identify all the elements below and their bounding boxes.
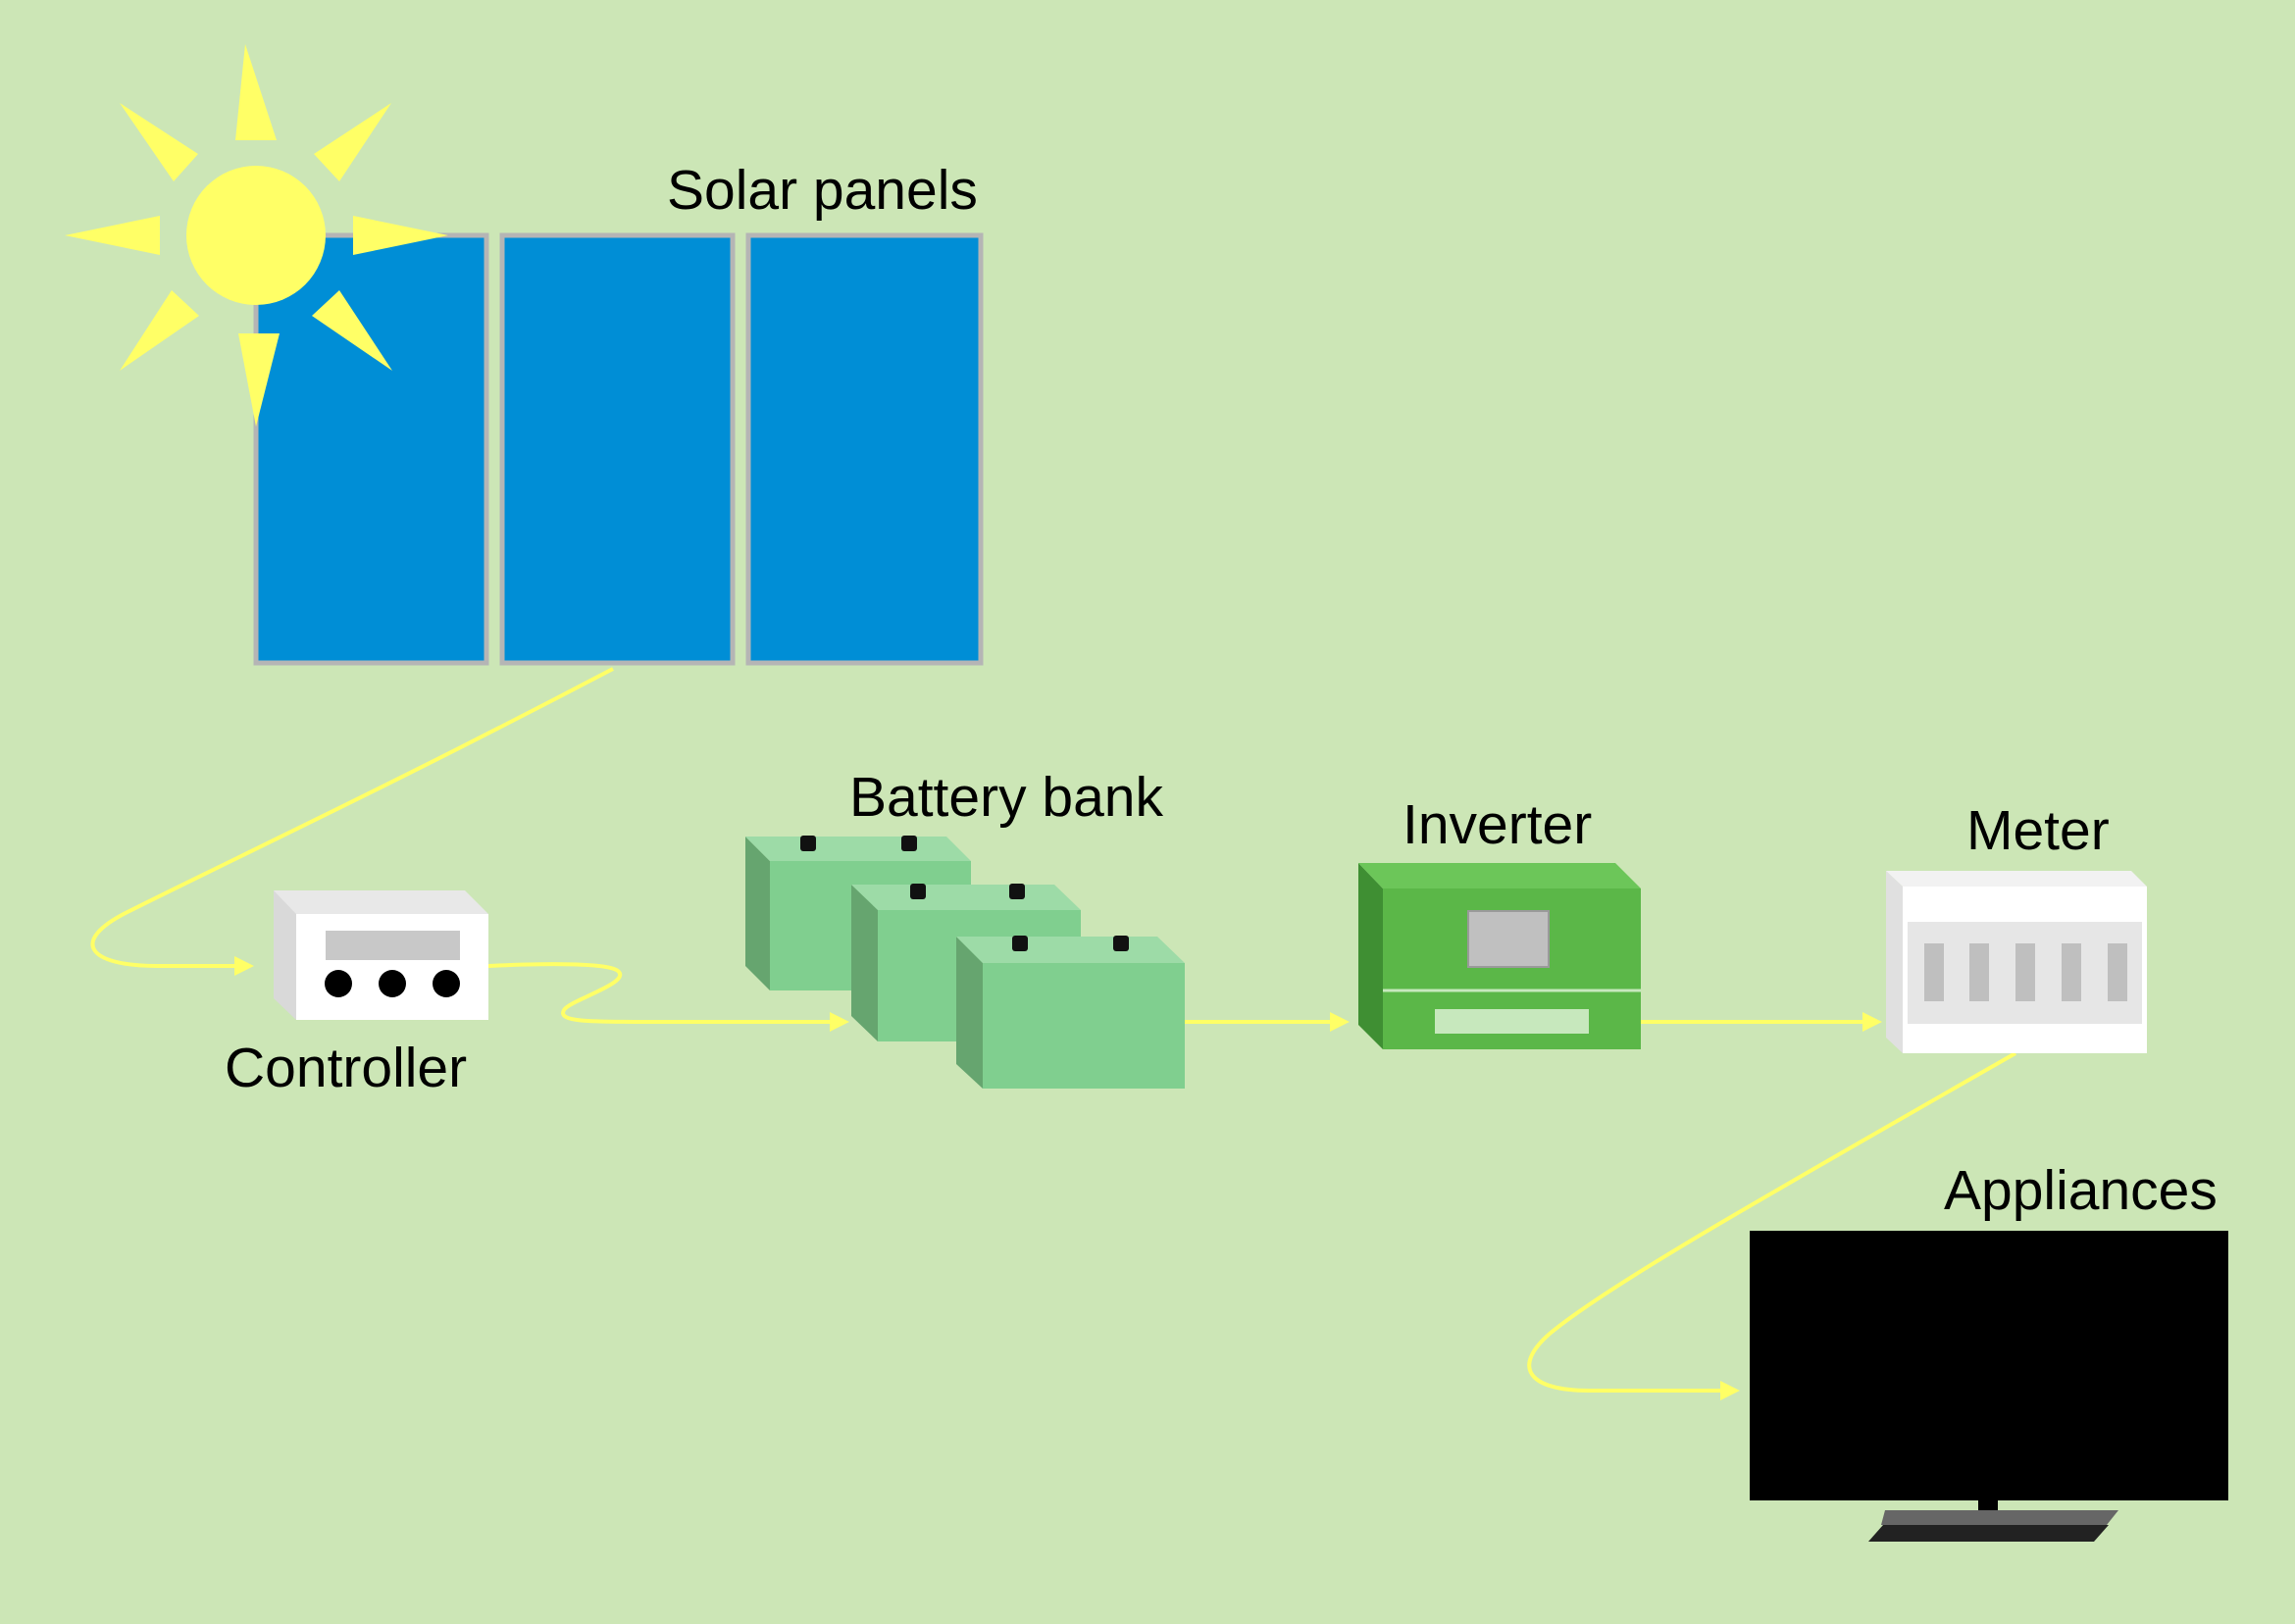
solar-panel-icon xyxy=(253,232,984,666)
controller-icon xyxy=(274,890,488,1020)
label-meter: Meter xyxy=(1966,799,2110,862)
solar-panel-2 xyxy=(499,232,736,666)
battery-icon xyxy=(956,936,1185,1089)
tv-icon xyxy=(1750,1231,2228,1542)
wire-controller-to-battery xyxy=(487,962,849,1032)
wire-meter-to-appliances xyxy=(1527,1051,2016,1400)
battery-icon xyxy=(851,884,1081,1041)
label-appliances: Appliances xyxy=(1944,1159,2218,1222)
battery-bank xyxy=(745,836,1185,1089)
label-solar-panels: Solar panels xyxy=(667,159,978,222)
label-battery-bank: Battery bank xyxy=(849,766,1164,829)
wire-panels-to-controller xyxy=(90,667,614,976)
sun-icon xyxy=(65,44,448,427)
label-controller: Controller xyxy=(225,1037,467,1099)
meter-icon xyxy=(1886,871,2147,1053)
solar-panel-1 xyxy=(253,232,489,666)
inverter-icon xyxy=(1358,863,1641,1049)
wires xyxy=(90,667,2016,1400)
label-inverter: Inverter xyxy=(1402,793,1592,856)
solar-panel-3 xyxy=(745,232,984,666)
